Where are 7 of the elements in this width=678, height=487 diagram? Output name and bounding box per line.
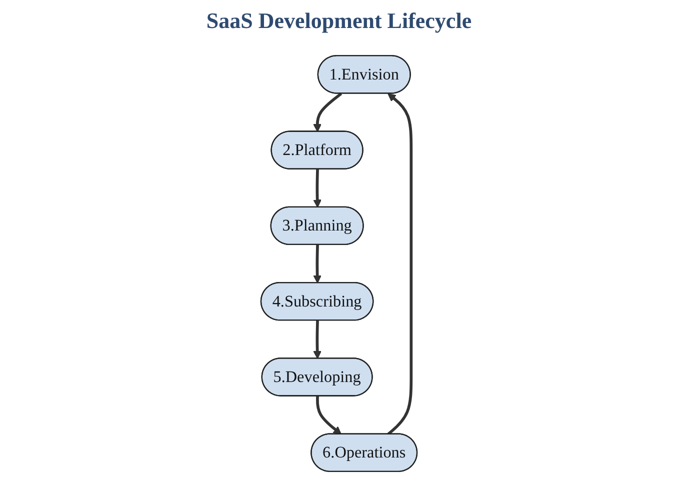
- arrow: [313, 244, 322, 284]
- arrow: [313, 92, 342, 132]
- arrow: [313, 320, 322, 360]
- diagram-title: SaaS Development Lifecycle: [205, 8, 473, 34]
- arrow: [316, 396, 342, 435]
- arrow: [387, 93, 413, 436]
- arrow: [313, 169, 322, 208]
